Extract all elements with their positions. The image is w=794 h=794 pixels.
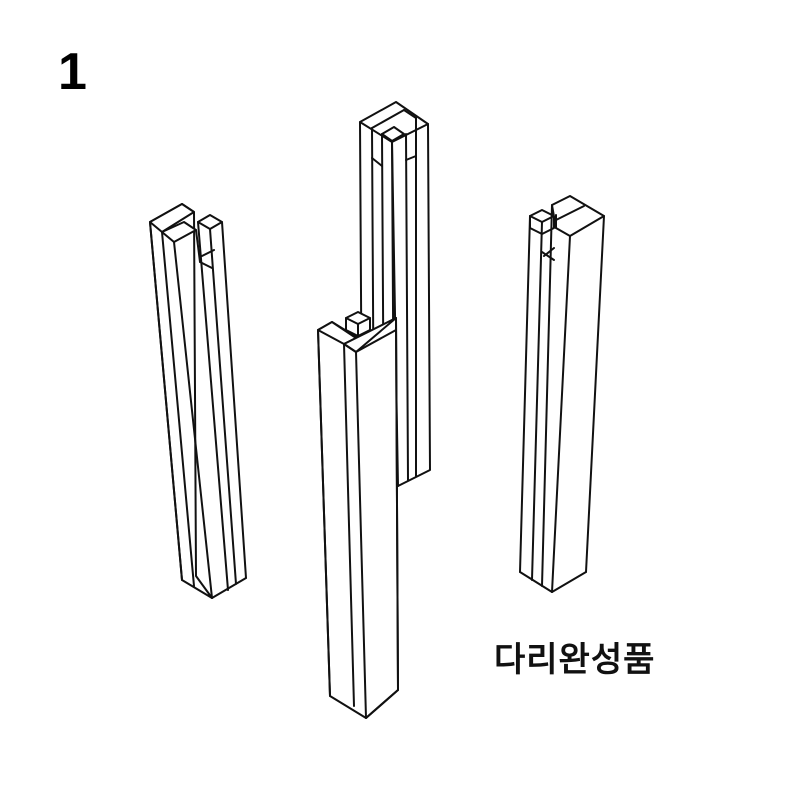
step-number: 1 — [58, 43, 87, 101]
caption-completed-legs: 다리완성품 — [494, 640, 656, 680]
leg-front — [317, 311, 399, 719]
leg-right — [519, 195, 605, 593]
leg-left — [149, 203, 247, 599]
